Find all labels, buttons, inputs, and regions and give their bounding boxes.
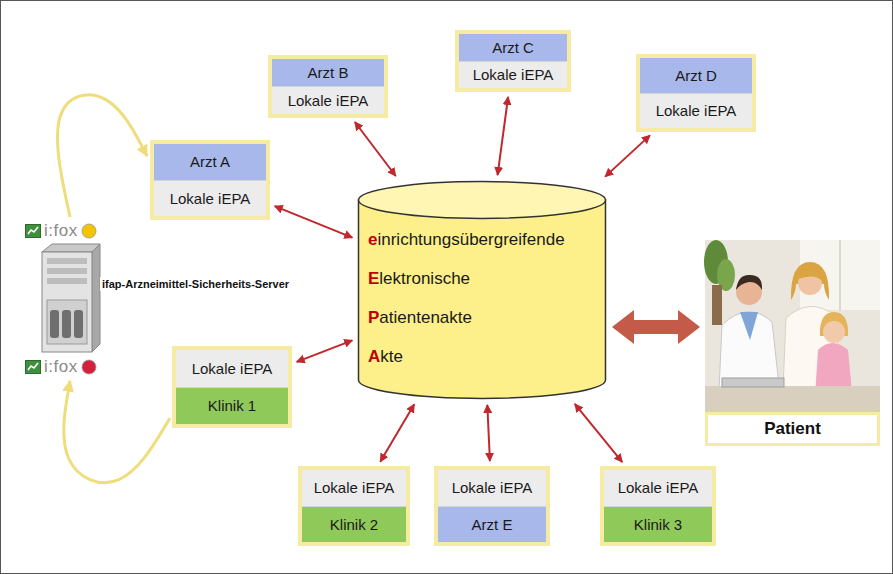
cylinder-body bbox=[359, 200, 606, 399]
node-label: Klinik 1 bbox=[208, 397, 256, 414]
sync-arrow bbox=[275, 206, 353, 237]
node-label: Lokale iEPA bbox=[473, 66, 554, 83]
clinic-box: Lokale iEPA Klinik 3 bbox=[600, 466, 716, 546]
node-heading: Arzt B bbox=[308, 64, 349, 81]
sync-arrow bbox=[605, 135, 650, 176]
exchange-arrow bbox=[634, 320, 678, 334]
cylinder-outline bbox=[357, 180, 607, 400]
acronym-line: Patientenakte bbox=[357, 308, 607, 347]
node-band: Klinik 2 bbox=[302, 506, 406, 543]
node-band: Lokale iEPA bbox=[438, 470, 546, 506]
feed-curve bbox=[58, 95, 147, 217]
node-band: Lokale iEPA bbox=[154, 180, 266, 217]
doctor-box: Arzt B Lokale iEPA bbox=[268, 55, 388, 118]
node-heading: Arzt A bbox=[190, 153, 230, 170]
node-band: Lokale iEPA bbox=[604, 470, 712, 506]
node-heading: Lokale iEPA bbox=[452, 479, 533, 496]
sync-arrow bbox=[380, 404, 414, 461]
node-label: Lokale iEPA bbox=[170, 190, 251, 207]
sync-arrow bbox=[487, 405, 490, 461]
sync-arrow bbox=[297, 340, 353, 362]
patient-label: Patient bbox=[764, 419, 821, 439]
server-illustration bbox=[42, 244, 100, 352]
acronym-text: Elektronische bbox=[368, 269, 470, 289]
cylinder-top bbox=[359, 182, 606, 219]
node-band: Arzt A bbox=[154, 144, 266, 180]
logo-icon bbox=[25, 224, 41, 238]
patient-label-box: Patient bbox=[705, 412, 880, 446]
status-dot bbox=[81, 223, 97, 239]
acronym-line: Akte bbox=[357, 347, 607, 386]
node-band: Arzt B bbox=[272, 59, 384, 86]
server-caption: ifap-Arzneimittel-Sicherheits-Server bbox=[100, 277, 291, 291]
node-heading: Lokale iEPA bbox=[618, 479, 699, 496]
doctor-box: Arzt C Lokale iEPA bbox=[455, 30, 571, 92]
node-band: Lokale iEPA bbox=[302, 470, 406, 506]
status-dot bbox=[81, 359, 97, 375]
acronym-line: einrichtungsübergreifende bbox=[357, 230, 607, 269]
node-band: Arzt D bbox=[640, 58, 752, 93]
node-band: Klinik 3 bbox=[604, 506, 712, 543]
feed-curve bbox=[64, 381, 170, 483]
node-band: Arzt E bbox=[438, 506, 546, 543]
acronym-line: Elektronische bbox=[357, 269, 607, 308]
node-heading: Lokale iEPA bbox=[314, 479, 395, 496]
node-band: Lokale iEPA bbox=[459, 61, 567, 89]
patient-photo bbox=[704, 240, 880, 412]
node-band: Lokale iEPA bbox=[272, 86, 384, 114]
logo-text: i:fox bbox=[44, 221, 78, 241]
sync-arrow bbox=[575, 404, 622, 462]
ifox-logo: i:fox bbox=[25, 220, 150, 242]
patient-node: Patient bbox=[705, 240, 880, 446]
node-label: Lokale iEPA bbox=[656, 102, 737, 119]
acronym-text: einrichtungsübergreifende bbox=[368, 230, 565, 250]
node-band: Lokale iEPA bbox=[640, 93, 752, 129]
sync-arrow bbox=[355, 122, 396, 176]
sync-arrow bbox=[498, 97, 509, 175]
doctor-box: Arzt A Lokale iEPA bbox=[150, 140, 270, 220]
node-heading: Arzt C bbox=[492, 39, 534, 56]
acronym-text: Patientenakte bbox=[368, 308, 472, 328]
ifox-logo: i:fox bbox=[25, 356, 150, 378]
doctor-box: Lokale iEPA Arzt E bbox=[434, 466, 550, 546]
node-band: Arzt C bbox=[459, 34, 567, 61]
node-label: Klinik 3 bbox=[634, 516, 682, 533]
node-band: Klinik 1 bbox=[176, 387, 288, 425]
node-label: Klinik 2 bbox=[330, 516, 378, 533]
clinic-box: Lokale iEPA Klinik 1 bbox=[172, 346, 292, 428]
database-cylinder: einrichtungsübergreifendeElektronischePa… bbox=[357, 180, 607, 400]
node-label: Lokale iEPA bbox=[288, 92, 369, 109]
clinic-box: Lokale iEPA Klinik 2 bbox=[298, 466, 410, 546]
server-label: ifap-Arzneimittel-Sicherheits-Server bbox=[100, 274, 291, 292]
acronym-text: Akte bbox=[368, 347, 403, 367]
logo-text: i:fox bbox=[44, 357, 78, 377]
node-heading: Arzt D bbox=[675, 67, 717, 84]
node-band: Lokale iEPA bbox=[176, 350, 288, 387]
node-label: Arzt E bbox=[472, 516, 513, 533]
logo-icon bbox=[25, 360, 41, 374]
doctor-box: Arzt D Lokale iEPA bbox=[636, 54, 756, 132]
node-heading: Lokale iEPA bbox=[192, 360, 273, 377]
